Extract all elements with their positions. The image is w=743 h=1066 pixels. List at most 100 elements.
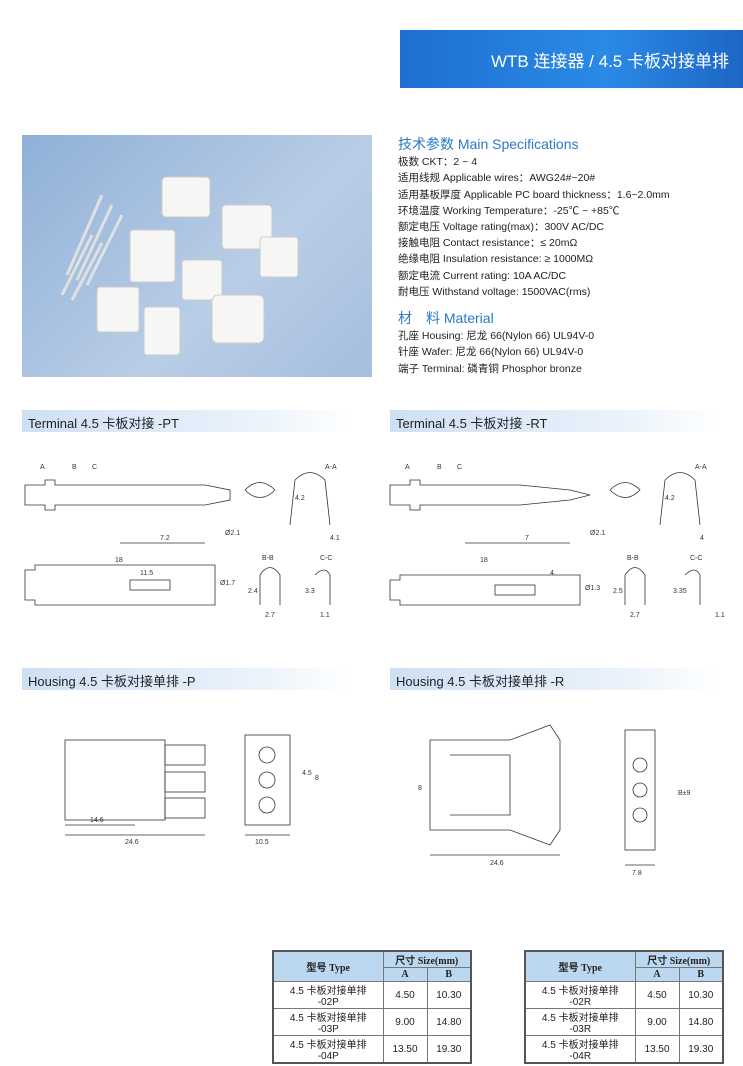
dim-a: 4.5 bbox=[302, 770, 312, 777]
section-terminal-pt: Terminal 4.5 卡板对接 -PT bbox=[22, 410, 352, 432]
cell-b: 19.30 bbox=[678, 1035, 724, 1064]
cell-b: 14.80 bbox=[426, 1008, 472, 1036]
material-item: 孔座 Housing: 尼龙 66(Nylon 66) UL94V-0 bbox=[398, 330, 595, 343]
dim-b: B±9 bbox=[678, 790, 691, 797]
cell-a: 9.00 bbox=[634, 1008, 680, 1036]
spec-item: 环境温度 Working Temperature：-25℃ ~ +85℃ bbox=[398, 204, 620, 217]
dim-bw: 2.7 bbox=[630, 612, 640, 619]
cell-type: 4.5 卡板对接单排 -03P bbox=[272, 1008, 384, 1036]
dim-l2: 24.6 bbox=[125, 839, 139, 846]
connector-parts-image bbox=[60, 176, 299, 356]
dim-w: 4.1 bbox=[330, 535, 340, 542]
a-header: A bbox=[382, 967, 428, 982]
product-photo bbox=[22, 135, 372, 377]
cell-b: 10.30 bbox=[426, 981, 472, 1009]
dim-a: A bbox=[405, 464, 410, 471]
section-terminal-rt: Terminal 4.5 卡板对接 -RT bbox=[390, 410, 720, 432]
dim-w: 10.5 bbox=[255, 839, 269, 846]
dim-b: B bbox=[72, 464, 77, 471]
dim-aa: A-A bbox=[325, 464, 337, 471]
dim-len1: 7 bbox=[525, 535, 529, 542]
spec-item: 适用基板厚度 Applicable PC board thickness：1.6… bbox=[398, 188, 670, 201]
cell-a: 4.50 bbox=[382, 981, 428, 1009]
dim-cc: C-C bbox=[320, 555, 332, 562]
dim-ch: 3.35 bbox=[673, 588, 687, 595]
spec-item: 接触电阻 Contact resistance：≤ 20mΩ bbox=[398, 237, 578, 250]
cell-a: 9.00 bbox=[382, 1008, 428, 1036]
dim-len1: 7.2 bbox=[160, 535, 170, 542]
dim-bw: 2.7 bbox=[265, 612, 275, 619]
dim-aa: A-A bbox=[695, 464, 707, 471]
cell-type: 4.5 卡板对接单排 -04P bbox=[272, 1035, 384, 1064]
housing-r-drawing: 8 24.6 7.8 B±9 bbox=[418, 724, 691, 877]
cell-b: 14.80 bbox=[678, 1008, 724, 1036]
size-header: 尺寸 Size(mm) bbox=[634, 950, 724, 968]
dim-len2: 4 bbox=[550, 570, 554, 577]
dim-h: 4.2 bbox=[665, 495, 675, 502]
spec-item: 耐电压 Withstand voltage: 1500VAC(rms) bbox=[398, 285, 591, 298]
type-header: 型号 Type bbox=[272, 950, 384, 982]
b-header: B bbox=[426, 967, 472, 982]
cell-type: 4.5 卡板对接单排 -02R bbox=[524, 981, 636, 1009]
dim-total: 18 bbox=[115, 557, 123, 564]
spec-item: 极数 CKT：2 ~ 4 bbox=[398, 156, 478, 169]
housing-p-drawing: 14.6 24.6 10.5 4.5 8 bbox=[64, 734, 319, 846]
material-item: 端子 Terminal: 磷青铜 Phosphor bronze bbox=[398, 362, 582, 375]
cell-a: 13.50 bbox=[382, 1035, 428, 1064]
cell-type: 4.5 卡板对接单排 -04R bbox=[524, 1035, 636, 1064]
dim-len2: 11.5 bbox=[140, 570, 153, 577]
specs-title: 技术参数 Main Specifications bbox=[398, 136, 579, 152]
cell-b: 10.30 bbox=[678, 981, 724, 1009]
dim-b: 8 bbox=[315, 775, 319, 782]
dim-c: C bbox=[457, 464, 462, 471]
spec-item: 适用线规 Applicable wires：AWG24#~20# bbox=[398, 172, 596, 185]
dim-bh: 2.5 bbox=[613, 588, 623, 595]
dim-d1: Ø2.1 bbox=[225, 530, 240, 537]
page-title: WTB 连接器 / 4.5 卡板对接单排 bbox=[490, 51, 729, 71]
dim-bb: B-B bbox=[262, 555, 274, 562]
dim-cw: 1.1 bbox=[715, 612, 725, 619]
dim-bb: B-B bbox=[627, 555, 639, 562]
spec-item: 额定电压 Voltage rating(max)：300V AC/DC bbox=[398, 221, 604, 234]
dim-a: A bbox=[40, 464, 45, 471]
terminal-rt-drawing: A B C 7 Ø2.1 4.2 4 A-A 18 4 Ø1.3 B-B C-C… bbox=[389, 464, 725, 619]
dim-c: C bbox=[92, 464, 97, 471]
cell-a: 13.50 bbox=[634, 1035, 680, 1064]
dim-bh: 2.4 bbox=[248, 588, 258, 595]
dim-l1: 14.6 bbox=[90, 817, 104, 824]
dim-h: 8 bbox=[418, 785, 422, 792]
specifications: 技术参数 Main Specifications 极数 CKT：2 ~ 4 适用… bbox=[398, 136, 670, 377]
dim-w: 7.8 bbox=[632, 870, 642, 877]
spec-item: 额定电流 Current rating: 10A AC/DC bbox=[398, 269, 567, 282]
a-header: A bbox=[634, 967, 680, 982]
header-banner: WTB 连接器 / 4.5 卡板对接单排 bbox=[400, 30, 743, 88]
material-item: 针座 Wafer: 尼龙 66(Nylon 66) UL94V-0 bbox=[398, 346, 584, 359]
cell-b: 19.30 bbox=[426, 1035, 472, 1064]
dim-d2: Ø1.7 bbox=[220, 580, 235, 587]
dim-cc: C-C bbox=[690, 555, 702, 562]
cell-type: 4.5 卡板对接单排 -02P bbox=[272, 981, 384, 1009]
type-header: 型号 Type bbox=[524, 950, 636, 982]
dim-d2: Ø1.3 bbox=[585, 585, 600, 592]
dim-l: 24.6 bbox=[490, 860, 504, 867]
dim-h: 4.2 bbox=[295, 495, 305, 502]
dim-ch: 3.3 bbox=[305, 588, 315, 595]
dim-w: 4 bbox=[700, 535, 704, 542]
dim-b: B bbox=[437, 464, 442, 471]
cell-type: 4.5 卡板对接单排 -03R bbox=[524, 1008, 636, 1036]
size-header: 尺寸 Size(mm) bbox=[382, 950, 472, 968]
terminal-pt-drawing: A B C 7.2 Ø2.1 4.2 4.1 A-A 18 11.5 Ø1.7 … bbox=[24, 464, 340, 619]
section-housing-r: Housing 4.5 卡板对接单排 -R bbox=[390, 668, 720, 690]
dim-total: 18 bbox=[480, 557, 488, 564]
cell-a: 4.50 bbox=[634, 981, 680, 1009]
spec-item: 绝缘电阻 Insulation resistance: ≥ 1000MΩ bbox=[398, 253, 594, 266]
dim-cw: 1.1 bbox=[320, 612, 330, 619]
